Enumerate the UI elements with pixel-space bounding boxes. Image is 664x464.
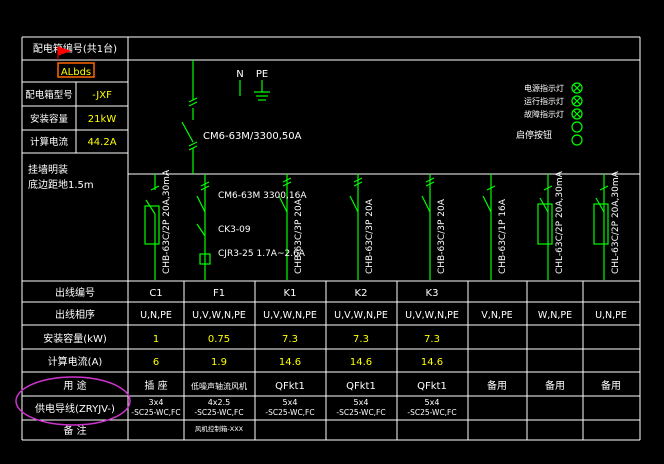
cell-current: 14.6 bbox=[279, 357, 301, 368]
cell-current: 1.9 bbox=[211, 357, 227, 368]
cell-phase: U,V,W,N,PE bbox=[263, 310, 317, 321]
cell-phase: U,V,W,N,PE bbox=[405, 310, 459, 321]
circuit-device-label: CHB-63C/3P 20A bbox=[365, 198, 375, 274]
branch-circuits bbox=[144, 174, 609, 280]
cell-cable-conduit: -SC25-WC,FC bbox=[194, 408, 243, 417]
cell-power: 7.3 bbox=[424, 334, 440, 345]
cell-cable-size: 5x4 bbox=[354, 398, 369, 407]
circuit-device-label: CM6-63M 3300,16A bbox=[218, 191, 307, 201]
cell-current: 14.6 bbox=[350, 357, 372, 368]
cursor-flag-icon bbox=[57, 46, 72, 60]
cell-number: C1 bbox=[149, 288, 162, 299]
neutral-label: N bbox=[236, 69, 243, 80]
circuit-table: C1 F1 K1 K2 K3 U,N,PE U,V,W,N,PE U,V,W,N… bbox=[131, 288, 627, 433]
start-stop-button-label: 启停按钮 bbox=[516, 129, 552, 141]
cell-cable-conduit: -SC25-WC,FC bbox=[336, 408, 385, 417]
row-header-use: 用 途 bbox=[63, 379, 86, 392]
cell-cable-conduit: -SC25-WC,FC bbox=[131, 408, 180, 417]
param-label: 配电箱型号 bbox=[25, 89, 73, 101]
cell-use: 备用 bbox=[601, 379, 621, 392]
circuit-device-label: CHB-63C/3P 20A bbox=[294, 198, 304, 274]
main-breaker-label: CM6-63M/3300,50A bbox=[203, 131, 302, 142]
circuit-device-label: CHL-63C/2P 20A,30mA bbox=[611, 170, 621, 274]
param-label: 安装容量 bbox=[30, 113, 69, 125]
box-number-label: 配电箱编号(共1台) bbox=[33, 42, 117, 55]
cell-power: 1 bbox=[153, 334, 159, 345]
cell-power: 0.75 bbox=[208, 334, 230, 345]
cell-number: K3 bbox=[426, 288, 439, 299]
cell-current: 6 bbox=[153, 357, 159, 368]
indicator-lamps bbox=[571, 82, 583, 146]
cell-phase: U,N,PE bbox=[595, 310, 627, 321]
cell-number: F1 bbox=[213, 288, 225, 299]
mount-note-line: 挂墙明装 bbox=[28, 163, 68, 176]
incoming-feeder bbox=[181, 60, 270, 174]
table-grid bbox=[21, 36, 641, 441]
cell-use: 插 座 bbox=[144, 379, 167, 392]
param-label: 计算电流 bbox=[30, 136, 69, 148]
row-header-current: 计算电流(A) bbox=[48, 355, 103, 368]
cell-phase: V,N,PE bbox=[481, 310, 512, 321]
cell-phase: U,V,W,N,PE bbox=[334, 310, 388, 321]
selection-highlight-box bbox=[57, 62, 95, 78]
pe-label: PE bbox=[256, 69, 268, 80]
indicator-label: 电源指示灯 bbox=[524, 83, 564, 93]
cell-current: 14.6 bbox=[421, 357, 443, 368]
circuit-device-label: CHL-63C/2P 20A,30mA bbox=[555, 170, 565, 274]
indicator-label: 运行指示灯 bbox=[524, 96, 564, 106]
contactor-label: CK3-09 bbox=[218, 225, 251, 235]
annotation-ellipse bbox=[15, 376, 131, 426]
cell-power: 7.3 bbox=[282, 334, 298, 345]
mount-note-line: 底边距地1.5m bbox=[28, 178, 94, 191]
row-header-note: 备 注 bbox=[63, 424, 86, 437]
cell-cable-conduit: -SC25-WC,FC bbox=[265, 408, 314, 417]
indicator-label: 故障指示灯 bbox=[524, 109, 564, 119]
circuit-device-label: CHB-63C/3P 20A bbox=[437, 198, 447, 274]
cell-use: QFkt1 bbox=[417, 381, 447, 392]
cell-number: K1 bbox=[284, 288, 297, 299]
cell-cable-size: 4x2.5 bbox=[208, 398, 231, 407]
cell-use: 低噪声轴流风机 bbox=[191, 381, 247, 391]
circuit-device-label: CHB-63C/2P 20A,30mA bbox=[162, 169, 172, 274]
box-number[interactable]: ALbds bbox=[61, 67, 91, 78]
cell-note: 风机控制箱-XXX bbox=[195, 424, 244, 433]
param-value: 21kW bbox=[88, 114, 117, 125]
cell-use: QFkt1 bbox=[275, 381, 305, 392]
cell-use: 备用 bbox=[487, 379, 507, 392]
cell-phase: U,N,PE bbox=[140, 310, 172, 321]
row-header-phase: 出线相序 bbox=[55, 308, 95, 321]
cell-cable-conduit: -SC25-WC,FC bbox=[407, 408, 456, 417]
cell-use: 备用 bbox=[545, 379, 565, 392]
cell-cable-size: 5x4 bbox=[283, 398, 298, 407]
row-header-power: 安装容量(kW) bbox=[43, 332, 107, 345]
row-header-cable: 供电导线(ZRYJV-) bbox=[35, 402, 115, 415]
param-value: -JXF bbox=[92, 90, 112, 101]
circuit-device-label: CHB-63C/1P 16A bbox=[498, 198, 508, 274]
cell-cable-size: 3x4 bbox=[149, 398, 164, 407]
cell-power: 7.3 bbox=[353, 334, 369, 345]
relay-label: CJR3-25 1.7A~2.6A bbox=[218, 249, 306, 259]
cell-phase: U,V,W,N,PE bbox=[192, 310, 246, 321]
cell-use: QFkt1 bbox=[346, 381, 376, 392]
cell-number: K2 bbox=[355, 288, 368, 299]
row-header-number: 出线编号 bbox=[55, 286, 95, 299]
cell-cable-size: 5x4 bbox=[425, 398, 440, 407]
cell-phase: W,N,PE bbox=[538, 310, 572, 321]
param-value: 44.2A bbox=[87, 137, 116, 148]
